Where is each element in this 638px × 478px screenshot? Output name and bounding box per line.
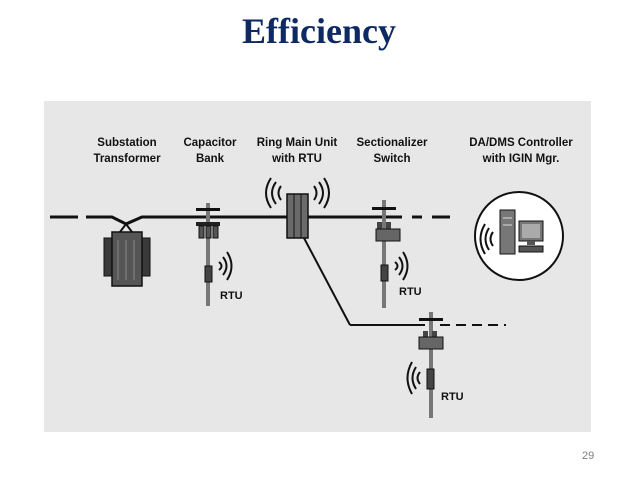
ring-main-unit-wireless-icon	[265, 177, 330, 209]
capacitor-bank-pole-icon	[196, 203, 220, 306]
capacitor-label-line1: Capacitor	[183, 137, 237, 149]
branch-rtu-wireless-icon	[406, 361, 421, 395]
substation-transformer-icon	[103, 222, 151, 287]
capacitor-rtu-wireless-icon	[218, 251, 233, 281]
substation-label-line1: Substation	[97, 137, 156, 149]
sectionalizer-rtu-label: RTU	[399, 286, 422, 298]
controller-label-line2: with IGIN Mgr.	[482, 153, 560, 165]
ring-main-unit-label-line2: with RTU	[271, 153, 322, 165]
sectionalizer-switch-pole-icon	[372, 200, 401, 308]
slide-title: Efficiency	[242, 11, 396, 51]
sectionalizer-label-line1: Sectionalizer	[357, 137, 428, 149]
controller-wireless-icon	[479, 223, 494, 255]
capacitor-label-line2: Bank	[196, 153, 225, 165]
branch-switch-pole-icon	[418, 312, 444, 418]
ring-main-unit-label-line1: Ring Main Unit	[257, 137, 338, 149]
branch-feeder-line	[303, 237, 506, 326]
substation-label-line2: Transformer	[93, 153, 161, 165]
page-number: 29	[582, 450, 595, 462]
sectionalizer-label-line2: Switch	[373, 153, 410, 165]
controller-workstation-icon	[474, 191, 564, 281]
controller-label-line1: DA/DMS Controller	[469, 137, 573, 149]
ring-main-unit-icon	[286, 193, 309, 239]
sectionalizer-rtu-wireless-icon	[394, 251, 409, 281]
capacitor-rtu-label: RTU	[220, 290, 243, 302]
branch-rtu-label: RTU	[441, 391, 464, 403]
